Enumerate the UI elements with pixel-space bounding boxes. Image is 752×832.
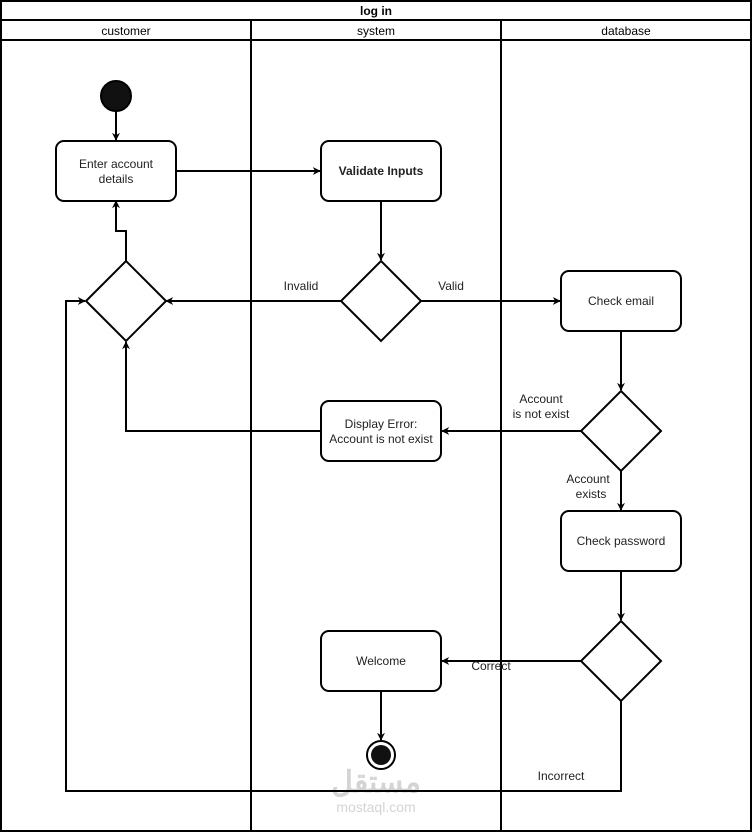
display-error-label-line2: Account is not exist <box>329 432 433 446</box>
lane-header-database: database <box>601 24 651 38</box>
watermark: مستقل mostaql.com <box>331 766 421 815</box>
edge-label-exists-line2: exists <box>576 487 607 501</box>
watermark-arabic: مستقل <box>331 766 421 799</box>
edge-incorrect <box>65 297 622 792</box>
display-error-label-line1: Display Error: <box>345 417 418 431</box>
edge-label-incorrect: Incorrect <box>538 769 585 783</box>
lane-header-system: system <box>357 24 395 38</box>
validate-inputs-label: Validate Inputs <box>339 164 424 178</box>
node-welcome <box>320 630 442 692</box>
welcome-box <box>320 630 442 692</box>
watermark-latin: mostaql.com <box>336 799 415 815</box>
edge-label-invalid: Invalid <box>284 279 319 293</box>
validate-decision <box>339 259 423 343</box>
enter-details-label-line1: Enter account <box>79 157 154 171</box>
final-node-dot <box>371 745 391 765</box>
edge-label-exists-line1: Account <box>566 472 610 486</box>
welcome-label: Welcome <box>356 654 406 668</box>
lane-header-customer: customer <box>101 24 150 38</box>
check-password-label: Check password <box>577 534 666 548</box>
initial-node <box>100 80 132 112</box>
password-decision <box>579 619 663 703</box>
enter-details-box <box>55 140 177 202</box>
nodes <box>55 80 682 770</box>
check-email-box <box>560 270 682 332</box>
node-validate-inputs <box>320 140 442 202</box>
edge-labels: Invalid Valid Account is not exist Accou… <box>284 279 611 783</box>
node-check-password <box>560 510 682 572</box>
node-display-error <box>320 400 442 462</box>
edge-label-correct: Correct <box>471 659 511 673</box>
edges <box>65 111 625 792</box>
node-enter-details <box>55 140 177 202</box>
edge-merge-to-enter <box>112 200 127 261</box>
enter-details-label-line2: details <box>99 172 134 186</box>
validate-inputs-box <box>320 140 442 202</box>
edge-error-to-merge <box>122 341 321 432</box>
edge-label-not-exist-line2: is not exist <box>513 407 570 421</box>
check-password-box <box>560 510 682 572</box>
edge-label-valid: Valid <box>438 279 464 293</box>
final-node <box>366 740 396 770</box>
display-error-box <box>320 400 442 462</box>
diagram-title: log in <box>360 4 392 18</box>
edge-label-not-exist-line1: Account <box>519 392 563 406</box>
node-labels: Enter account details Validate Inputs Di… <box>79 157 665 668</box>
email-decision <box>579 389 663 473</box>
customer-merge-decision <box>84 259 168 343</box>
node-check-email <box>560 270 682 332</box>
check-email-label: Check email <box>588 294 654 308</box>
